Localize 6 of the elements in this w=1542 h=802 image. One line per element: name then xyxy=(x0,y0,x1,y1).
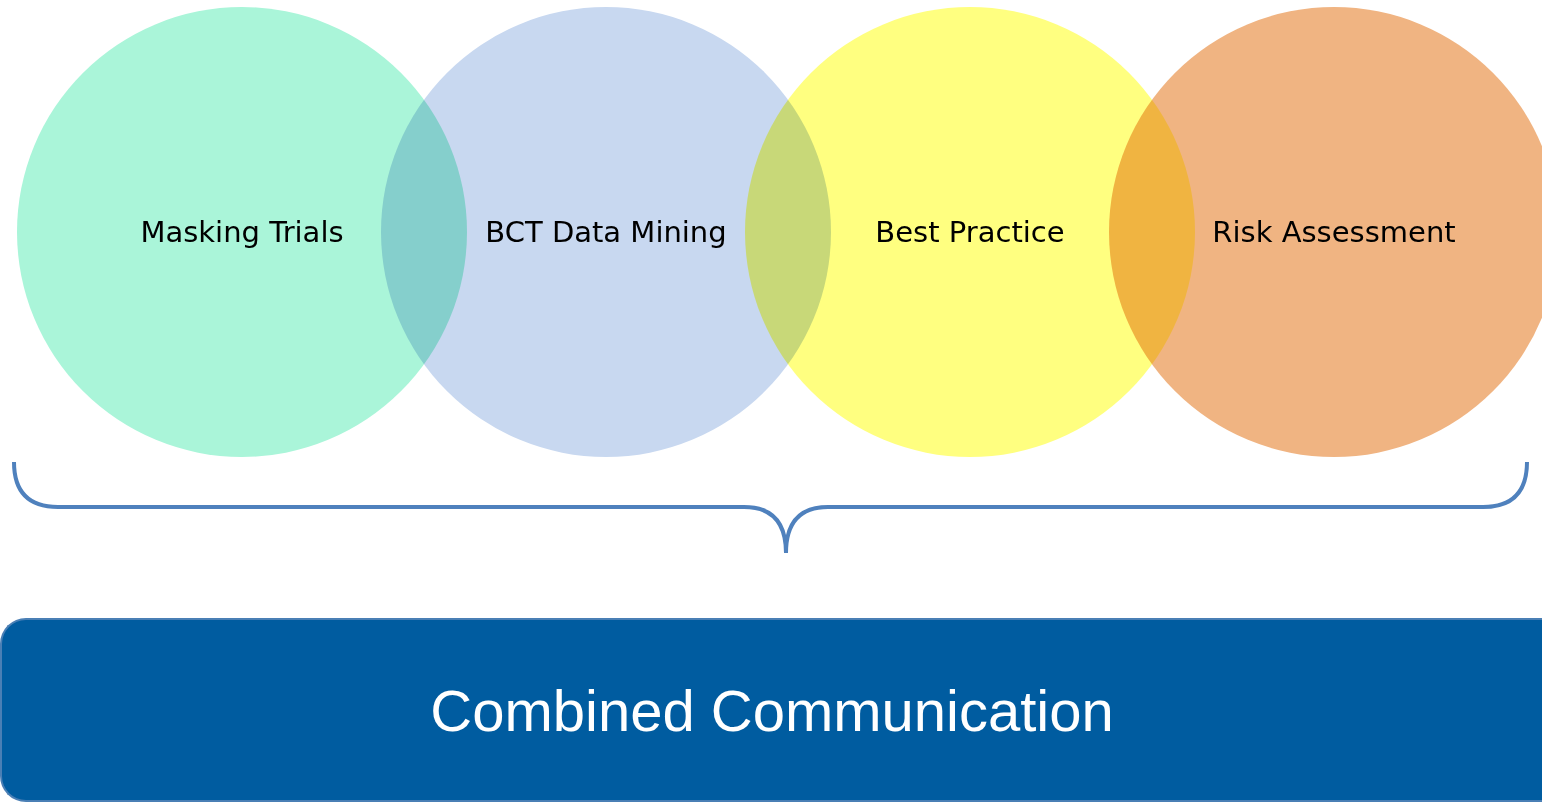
circle-label: Masking Trials xyxy=(140,215,344,249)
circle-label: Best Practice xyxy=(875,215,1065,249)
banner-box xyxy=(0,618,1542,802)
circle-label: Risk Assessment xyxy=(1212,215,1456,249)
banner-label: Combined Communication xyxy=(430,676,1114,744)
circle-label: BCT Data Mining xyxy=(485,215,727,249)
